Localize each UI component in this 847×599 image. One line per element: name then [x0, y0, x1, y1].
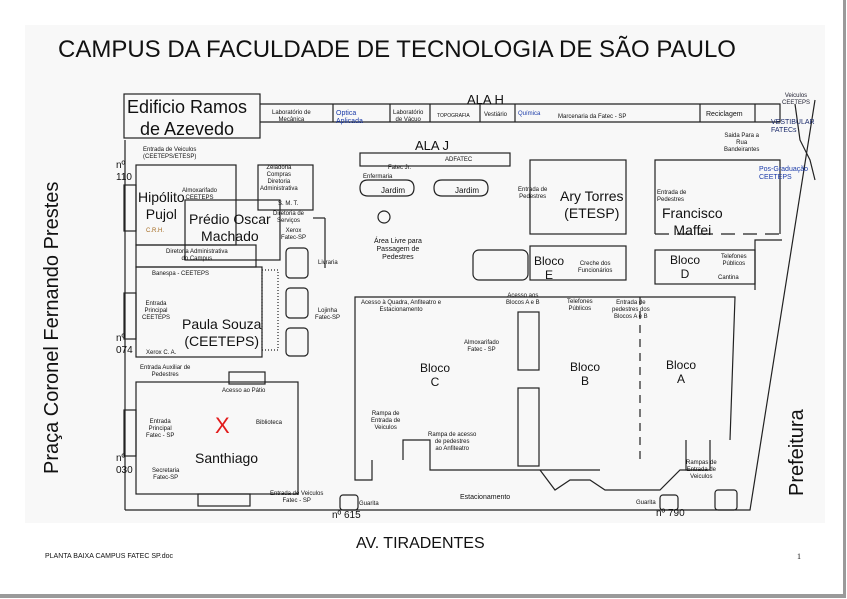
acesso-blocos-label: Acesso aos Blocos A e B [506, 293, 540, 306]
francisco-maffei-label: Francisco Maffei [662, 205, 723, 238]
bloco-e-label: Bloco E [534, 254, 565, 283]
location-marker: X [215, 413, 230, 438]
rampa-veiculos-label: Rampa de Entrada de Veiculos [371, 411, 401, 431]
lojinha-label: Lojinha Fatec-SP [315, 308, 341, 321]
ala-h-label: ALA H [467, 92, 504, 107]
jardim-1-shape [359, 179, 415, 197]
entrada-principal-fatec-label: Entrada Principal Fatec - SP [146, 419, 175, 439]
zeladoria-label: Zeladoria Compras Diretoria Administrati… [260, 165, 298, 192]
diretoria-campus-label: Diretoria Administrativa do Campus [166, 249, 228, 262]
street-right-label: Prefeitura [786, 409, 808, 496]
bloco-d-label: Bloco D [670, 253, 701, 282]
almoxarifado-ceeteps-label: Almoxarifado CEETEPS [182, 188, 218, 201]
banespa-label: Banespa - CEETEPS [152, 271, 210, 277]
topografia-label: TOPOGRAFIA [437, 113, 470, 119]
marcenaria-label: Marcenaria da Fatec - SP [558, 114, 627, 120]
number-030-label: nº 030 [116, 453, 133, 476]
vestiario-label: Vestiário [484, 112, 508, 118]
right-boundary [794, 103, 816, 181]
entrada-veiculos-ceeteps-label: Entrada de Veiculos (CEETEPS/ETESP) [143, 147, 197, 160]
bloco-c-label: Bloco C [420, 361, 451, 390]
cantina-label: Cantina [718, 275, 739, 281]
optica-label: Optica Aplicada [336, 110, 363, 126]
ala-j-label: ALA J [415, 138, 449, 153]
footer-filename: PLANTA BAIXA CAMPUS FATEC SP.doc [45, 553, 173, 560]
vestibular-label: VESTIBULAR FATECs [771, 119, 815, 135]
ary-torres-label: Ary Torres (ETESP) [560, 188, 624, 221]
xerox-fatec-label: Xerox Fatec-SP [281, 228, 307, 241]
lab-vacuo-label: Laboratório de Vácuo [393, 110, 424, 123]
number-615-label: nº 615 [332, 510, 361, 521]
entrada-pedestres-label: Entrada de Pedestres [518, 187, 548, 200]
santhiago-label: Santhiago [195, 450, 259, 466]
ramos-building-label: Edificio Ramos de Azevedo [127, 97, 248, 139]
bloco-e-outline [529, 245, 627, 281]
entrada-principal-ceeteps-label: Entrada Principal CEETEPS [142, 301, 171, 321]
oscar-outline [184, 199, 281, 261]
hipolito-pujol-label: Hipólito Pujol [138, 189, 185, 222]
street-bottom-label: AV. TIRADENTES [356, 535, 485, 552]
number-074-label: nº 074 [116, 333, 133, 356]
telefones-label: Telefones Públicos [721, 254, 747, 267]
bloco-b-label: Bloco B [570, 360, 601, 389]
bloco-a-label: Bloco A [666, 358, 697, 387]
biblioteca-label: Biblioteca [256, 420, 283, 426]
adfatec-label: ADFATEC [445, 157, 473, 163]
creche-label: Creche dos Funcionários [578, 261, 613, 274]
reciclagem-label: Reciclagem [706, 111, 743, 118]
ala-h-outline [260, 103, 781, 123]
telefones-label: Telefones Públicos [567, 299, 593, 312]
guarita-label: Guarita [359, 501, 379, 507]
entrada-pedestres-ab-label: Entrada de pedestres dos Blocos A e B [612, 300, 650, 320]
rampas-veiculos-label: Rampas de Entrada de Veiculos [686, 460, 717, 480]
ala-j-outline [359, 152, 511, 167]
quimica-label: Química [518, 111, 541, 117]
crh-label: C.R.H. [146, 228, 164, 234]
fatec-jr-label: Fatec Jr. [388, 165, 412, 171]
estacionamento-label: Estacionamento [460, 494, 511, 501]
acesso-quadra-label: Acesso à Quadra, Anfiteatro e Estacionam… [361, 300, 442, 313]
enfermaria-label: Enfermaria [363, 174, 393, 180]
page-title: CAMPUS DA FACULDADE DE TECNOLOGIA DE SÃO… [58, 36, 736, 63]
secretaria-label: Secretaria Fatec-SP [152, 468, 180, 481]
number-110-label: nº 110 [116, 160, 132, 183]
oscar-machado-label: Prédio Oscar Machado [189, 211, 271, 244]
jardim-2-shape [433, 179, 489, 197]
veiculos-ceeteps-label: Veiculos CEETEPS [782, 93, 811, 106]
paula-souza-label: Paula Souza (CEETEPS) [182, 316, 262, 349]
number-790-label: nº 790 [656, 508, 685, 519]
area-livre-label: Área Livre para Passagem de Pedestres [374, 238, 422, 262]
entrada-veiculos-fatec-label: Entrada de Veiculos Fatec - SP [270, 491, 324, 504]
lab-mecanica-label: Laboratório de Mecânica [272, 110, 311, 123]
entrada-auxiliar-label: Entrada Auxiliar de Pedestres [140, 365, 191, 378]
xerox-ca-label: Xerox C. A. [146, 350, 177, 356]
maffei-outline [654, 159, 781, 234]
diretoria-servicos-label: Diretoria de Serviços [273, 211, 305, 224]
acesso-patio-label: Acesso ao Pátio [222, 388, 266, 394]
jardim-label: Jardim [455, 186, 480, 195]
blocos-abc-outline [354, 296, 736, 460]
smt-label: S. M. T. [278, 201, 299, 207]
ary-torres-outline [529, 159, 627, 235]
page-number: 1 [797, 552, 801, 561]
ramos-building-outline [123, 93, 261, 139]
rampa-pedestres-label: Rampa de acesso de pedestres ao Anfiteat… [428, 432, 477, 452]
guarita-label: Guarita [636, 500, 656, 506]
saida-bandeirantes-label: Saida Para a Rua Bandeirantes [724, 133, 760, 153]
almoxarifado-fatec-label: Almoxarifado Fatec - SP [464, 340, 500, 353]
jardim-label: Jardim [381, 186, 406, 195]
site-boundary [125, 99, 816, 511]
livraria-label: Livraria [318, 260, 338, 266]
street-left-label: Praça Coronel Fernando Prestes [41, 181, 63, 474]
entrada-pedestres-label: Entrada de Pedestres [657, 190, 687, 203]
pos-graduacao-label: Pos-Graduação CEETEPS [759, 166, 809, 182]
